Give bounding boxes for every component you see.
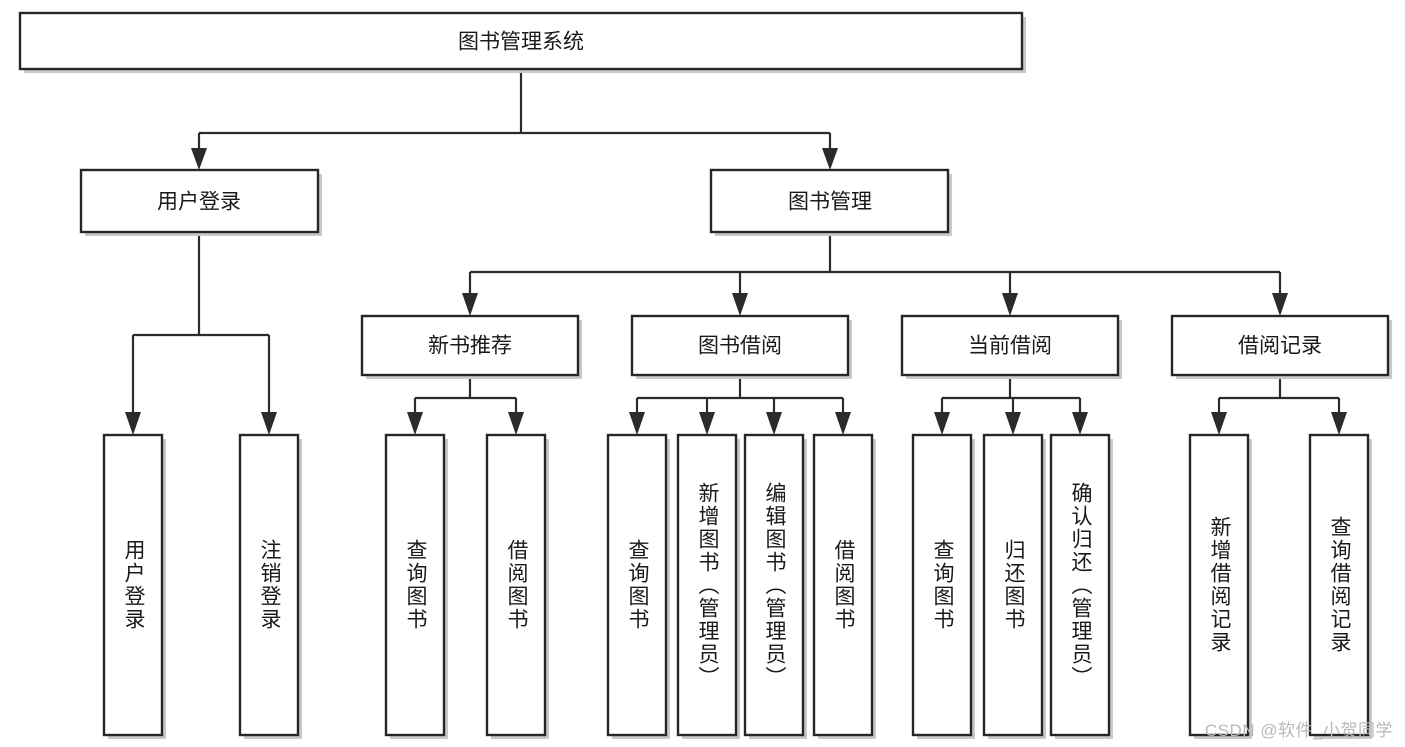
- leaf-borrow-book-1-box[interactable]: [485, 433, 547, 737]
- book-borrow-label: 图书借阅: [698, 335, 782, 358]
- user-login-label: 用户登录: [157, 191, 241, 214]
- leaf-return-book-box[interactable]: [982, 433, 1044, 737]
- arrow-new-book-rec: [462, 293, 478, 316]
- leaf-query-book-2-box[interactable]: [606, 433, 668, 737]
- leaf-query-record-box[interactable]: [1308, 433, 1370, 737]
- root-box[interactable]: [18, 11, 1024, 71]
- new-book-rec-box[interactable]: [360, 314, 580, 377]
- node-book-borrow[interactable]: 图书借阅: [630, 314, 852, 379]
- root-label: 图书管理系统: [458, 31, 584, 54]
- book-manage-box[interactable]: [709, 168, 950, 234]
- node-user-login[interactable]: 用户登录: [79, 168, 322, 236]
- arrow-leaf-return-book: [1005, 412, 1021, 435]
- leaf-query-book-1-box[interactable]: [384, 433, 446, 737]
- arrow-leaf-query-book-2: [629, 412, 645, 435]
- leaf-edit-book-box[interactable]: [743, 433, 805, 737]
- current-borrow-box[interactable]: [900, 314, 1120, 377]
- node-root[interactable]: 图书管理系统: [18, 11, 1026, 73]
- arrow-leaf-user-login: [125, 412, 141, 435]
- arrow-leaf-borrow-book-2: [835, 412, 851, 435]
- arrow-leaf-add-book: [699, 412, 715, 435]
- node-new-book-rec[interactable]: 新书推荐: [360, 314, 582, 379]
- arrow-user-login: [191, 148, 207, 170]
- borrow-record-label: 借阅记录: [1238, 335, 1322, 358]
- leaf-query-book-3-box[interactable]: [911, 433, 973, 737]
- arrow-leaf-query-book-1: [407, 412, 423, 435]
- arrow-borrow-record: [1272, 293, 1288, 316]
- arrow-book-borrow: [732, 293, 748, 316]
- borrow-record-box[interactable]: [1170, 314, 1390, 377]
- current-borrow-label: 当前借阅: [968, 335, 1052, 358]
- arrow-leaf-query-record: [1331, 412, 1347, 435]
- arrow-leaf-add-record: [1211, 412, 1227, 435]
- arrow-current-borrow: [1002, 293, 1018, 316]
- arrow-leaf-edit-book: [766, 412, 782, 435]
- arrow-leaf-logout: [261, 412, 277, 435]
- leaf-add-record-box[interactable]: [1188, 433, 1250, 737]
- book-manage-label: 图书管理: [788, 191, 872, 214]
- user-login-box[interactable]: [79, 168, 320, 234]
- leaf-borrow-book-2-box[interactable]: [812, 433, 874, 737]
- arrow-leaf-query-book-3: [934, 412, 950, 435]
- node-book-manage[interactable]: 图书管理: [709, 168, 952, 236]
- arrow-book-manage: [822, 148, 838, 170]
- leaf-add-book-box[interactable]: [676, 433, 738, 737]
- leaf-confirm-return-box[interactable]: [1049, 433, 1111, 737]
- csdn-watermark: CSDN @软件_小贺同学: [1204, 721, 1393, 740]
- node-borrow-record[interactable]: 借阅记录: [1170, 314, 1392, 379]
- edge-layer: [125, 69, 1347, 435]
- book-borrow-box[interactable]: [630, 314, 850, 377]
- leaf-logout-box[interactable]: [238, 433, 300, 737]
- arrow-leaf-borrow-book-1: [508, 412, 524, 435]
- new-book-rec-label: 新书推荐: [428, 335, 512, 358]
- leaf-user-login-box[interactable]: [102, 433, 164, 737]
- leaf-rect-layer: [102, 433, 1372, 739]
- arrow-leaf-confirm-return: [1072, 412, 1088, 435]
- node-current-borrow[interactable]: 当前借阅: [900, 314, 1122, 379]
